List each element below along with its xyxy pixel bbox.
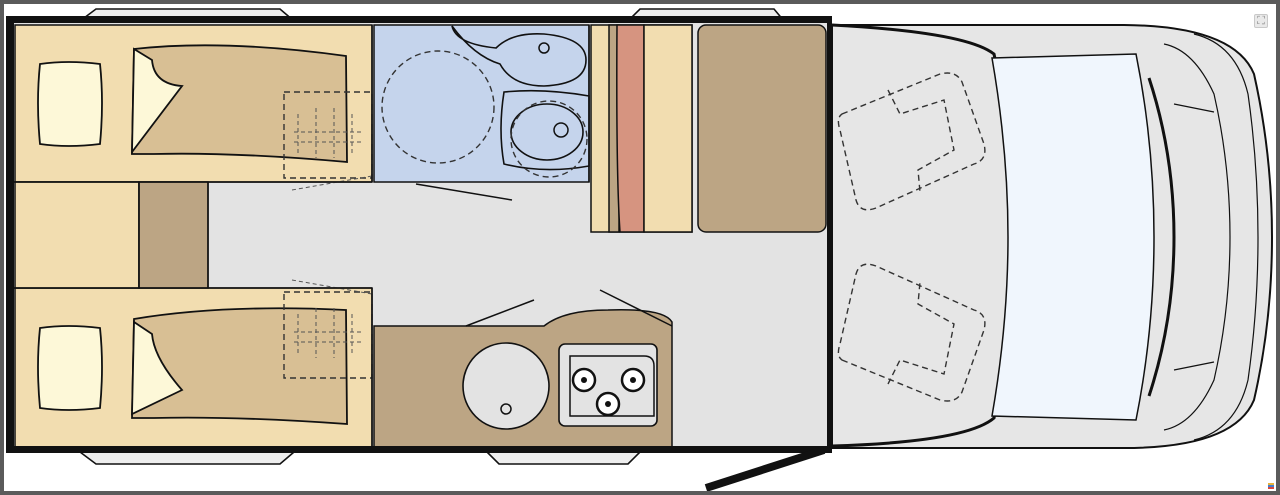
cupboard	[697, 24, 827, 233]
burners	[571, 367, 646, 417]
windshield	[991, 53, 1155, 421]
corner-marker	[1268, 483, 1274, 489]
walls	[6, 16, 832, 491]
blanket-fold-top	[131, 47, 184, 155]
bed-step	[14, 181, 209, 289]
expand-icon: ⛶	[1257, 14, 1265, 27]
kitchen-door-lines	[465, 289, 673, 327]
toilet	[451, 25, 587, 87]
bathroom	[373, 24, 590, 201]
fullscreen-button[interactable]: ⛶	[1254, 14, 1268, 28]
rear-bed-top	[14, 24, 373, 183]
kitchen	[373, 289, 673, 448]
image-frame: ⛶	[4, 4, 1276, 491]
pillow-top	[37, 61, 103, 147]
blanket-bottom	[131, 307, 348, 425]
hob	[558, 343, 658, 427]
shower-tray	[381, 50, 495, 164]
passenger-seat-bottom	[837, 263, 986, 402]
wardrobe	[590, 24, 693, 233]
sink-drain	[500, 403, 512, 415]
camper-floorplan	[6, 8, 1274, 491]
toilet-drain	[538, 42, 550, 54]
hob-inner	[569, 355, 655, 417]
rear-bed-bottom	[14, 287, 373, 448]
blanket-fold-bottom	[131, 320, 184, 416]
bathroom-door	[415, 183, 513, 201]
entry-door	[704, 446, 826, 491]
blanket-top	[131, 44, 348, 163]
a-pillar-top	[1147, 77, 1176, 397]
driver-cab	[831, 23, 1274, 449]
driver-seat-top	[837, 72, 986, 211]
fridge-accent	[616, 24, 645, 233]
sink	[462, 342, 550, 430]
window-bottom-rear	[77, 451, 297, 465]
pillow-bottom	[37, 325, 103, 411]
window-bottom-mid	[485, 451, 642, 465]
